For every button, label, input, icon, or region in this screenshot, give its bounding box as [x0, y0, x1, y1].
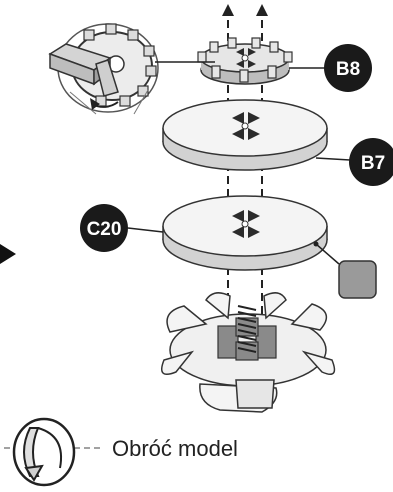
leader-lines	[127, 61, 351, 265]
instruction-text: Obróć model	[112, 436, 238, 461]
badge-c20-label: C20	[87, 219, 122, 240]
color-swatch	[338, 260, 377, 299]
badge-c20: C20	[80, 204, 128, 252]
left-pointer-arrow	[0, 244, 16, 264]
rotate-model-icon	[4, 417, 100, 487]
badge-b7: B7	[349, 138, 393, 186]
gear-b8	[197, 37, 293, 85]
crank-gear-detail	[48, 23, 159, 115]
spring	[237, 305, 257, 353]
badge-b7-label: B7	[361, 153, 385, 174]
badge-b8: B8	[324, 44, 372, 92]
up-arrows	[222, 4, 268, 16]
crank-handle	[48, 43, 119, 97]
disc-b7	[162, 99, 328, 171]
disc-c20	[162, 195, 328, 271]
badge-b8-label: B8	[336, 59, 360, 80]
base-assembly	[161, 292, 336, 413]
